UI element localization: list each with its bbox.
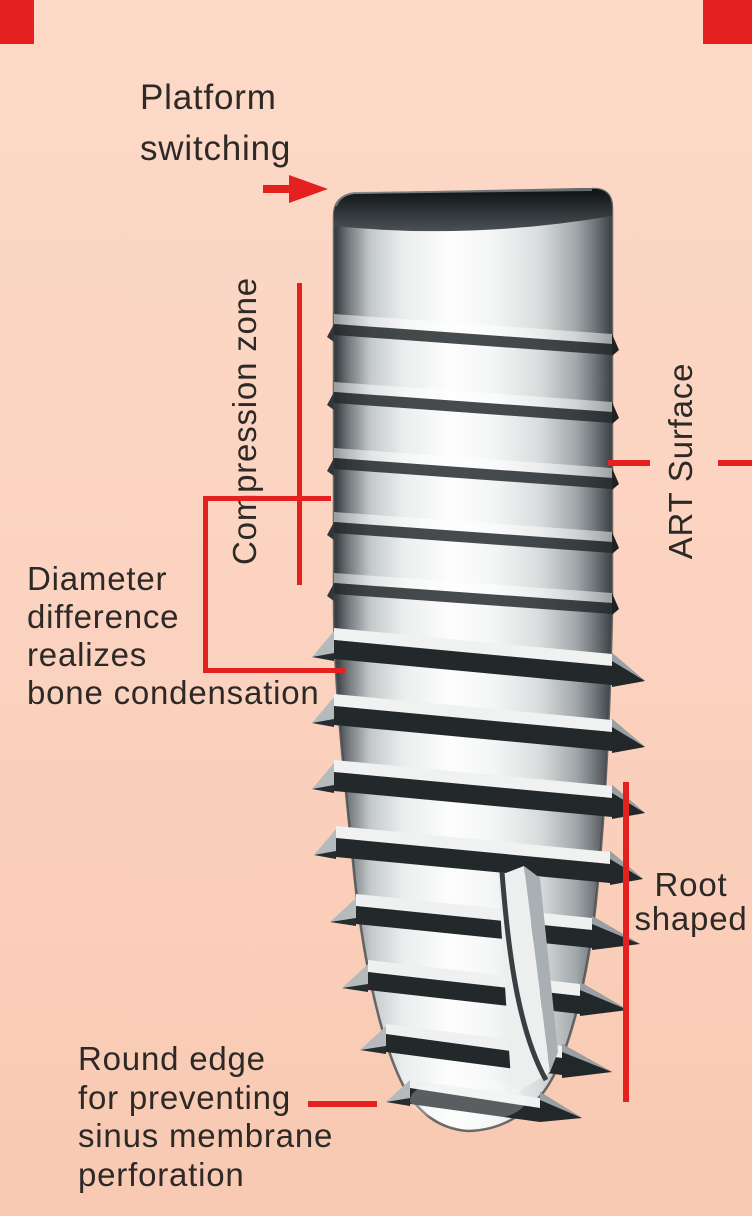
art-surface-label: ART Surface <box>662 362 699 560</box>
corner-mark-top-right <box>703 0 752 44</box>
platform-arrow-icon <box>289 175 328 203</box>
round-edge-line1: Round edge <box>78 1040 266 1077</box>
platform-switching-label: Platform switching <box>140 72 291 174</box>
platform-switching-line2: switching <box>140 129 292 168</box>
diameter-line2: difference <box>27 598 180 635</box>
root-shaped-line2: shaped <box>634 900 748 937</box>
diameter-line3: realizes <box>27 636 148 673</box>
round-edge-line <box>308 1101 377 1107</box>
compression-zone-line <box>297 283 302 585</box>
art-surface-line-left <box>608 460 650 466</box>
root-shaped-line1: Root <box>654 866 728 903</box>
implant-microthreads <box>327 314 619 615</box>
diameter-bracket-top-line <box>203 496 331 501</box>
implant-platform-rim <box>334 188 612 232</box>
diameter-bracket-bottom-line <box>203 668 345 673</box>
diameter-line1: Diameter <box>27 560 168 597</box>
art-surface-line-right <box>718 460 752 466</box>
corner-mark-top-left <box>0 0 34 44</box>
implant-main-threads <box>312 628 645 885</box>
implant-cutting-flute <box>498 866 558 1096</box>
diameter-bracket-vertical-line <box>203 496 208 673</box>
compression-zone-label: Compression zone <box>226 277 263 565</box>
diameter-line4: bone condensation <box>27 674 320 711</box>
round-edge-line4: perforation <box>78 1155 245 1193</box>
round-edge-line3: sinus membrane <box>78 1117 334 1154</box>
platform-switching-line1: Platform <box>140 78 277 117</box>
round-edge-label: Round edge for preventing sinus membrane… <box>78 1040 333 1194</box>
root-shaped-label: Root shaped <box>628 868 752 936</box>
implant-apex-highlight <box>410 1078 526 1122</box>
diameter-difference-label: Diameter difference realizes bone conden… <box>27 560 320 712</box>
implant-rim-highlight <box>335 189 593 207</box>
platform-arrow-shaft <box>263 185 291 193</box>
round-edge-line2: for preventing <box>78 1078 291 1116</box>
root-shaped-line <box>623 782 629 1102</box>
